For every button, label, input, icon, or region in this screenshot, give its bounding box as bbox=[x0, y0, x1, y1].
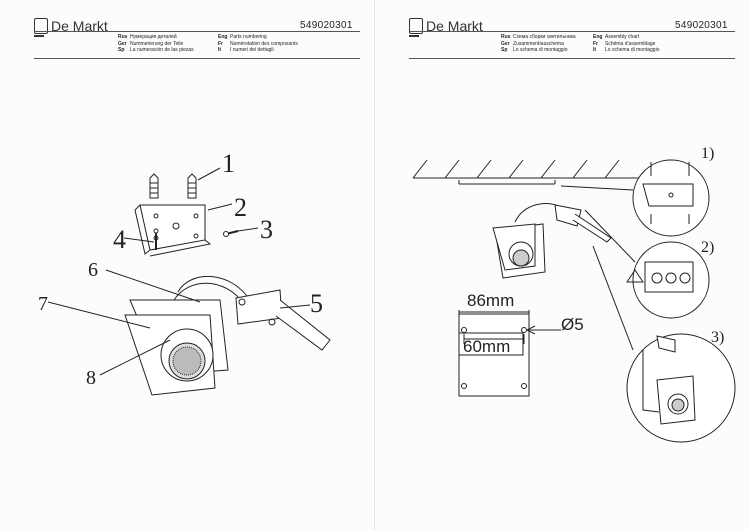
step-label-1: 1) bbox=[701, 145, 714, 162]
dimension-hole-spacing: 60mm bbox=[463, 337, 510, 356]
brand-logo-icon bbox=[409, 18, 423, 37]
part-label-5: 5 bbox=[310, 289, 323, 318]
header-rule-bottom bbox=[34, 58, 360, 59]
part-label-3: 3 bbox=[260, 215, 273, 244]
dimension-hole-diameter: Ø5 bbox=[561, 315, 584, 334]
part-label-6: 6 bbox=[88, 259, 98, 281]
header-rule-bottom bbox=[409, 58, 735, 59]
brand-logo: De Markt bbox=[409, 18, 483, 37]
mounting-plate bbox=[134, 204, 212, 257]
warning-icon bbox=[626, 269, 644, 283]
brand-name: De Markt bbox=[51, 18, 108, 34]
step-label-3: 3) bbox=[711, 329, 724, 346]
parts-diagram: 1 2 3 4 5 6 7 8 bbox=[38, 149, 331, 396]
ceiling-surface bbox=[412, 159, 675, 185]
header-rule bbox=[34, 31, 360, 32]
product-code: 549020301 bbox=[300, 20, 353, 31]
brand-logo: De Markt bbox=[34, 18, 108, 37]
part-label-4: 4 bbox=[113, 225, 126, 254]
part-label-1: 1 bbox=[222, 149, 235, 178]
lamp-arm bbox=[235, 289, 331, 351]
mounting-plate-drawing bbox=[458, 310, 561, 397]
part-label-8: 8 bbox=[86, 367, 96, 389]
lamp-assembly bbox=[492, 203, 612, 279]
detail-2-terminal-block bbox=[626, 241, 710, 319]
assembly-diagram: 1) 2) 3) 86mm 60mm Ø5 bbox=[412, 145, 736, 443]
header-rule bbox=[409, 31, 735, 32]
lamp-body bbox=[124, 275, 251, 396]
detail-1-mounting-plate bbox=[632, 159, 710, 237]
wall-anchor-icon bbox=[149, 173, 159, 199]
detail-3-final-assembly bbox=[626, 333, 736, 443]
wall-anchor-icon bbox=[187, 173, 197, 199]
dimension-width: 86mm bbox=[467, 291, 514, 310]
screw-icon bbox=[223, 230, 239, 237]
part-label-2: 2 bbox=[234, 193, 247, 222]
screw-icon bbox=[153, 228, 159, 250]
brand-name: De Markt bbox=[426, 18, 483, 34]
product-code: 549020301 bbox=[675, 20, 728, 31]
brand-logo-icon bbox=[34, 18, 48, 37]
step-label-2: 2) bbox=[701, 239, 714, 256]
part-label-7: 7 bbox=[38, 293, 48, 315]
hole-spacing-box bbox=[458, 332, 524, 356]
